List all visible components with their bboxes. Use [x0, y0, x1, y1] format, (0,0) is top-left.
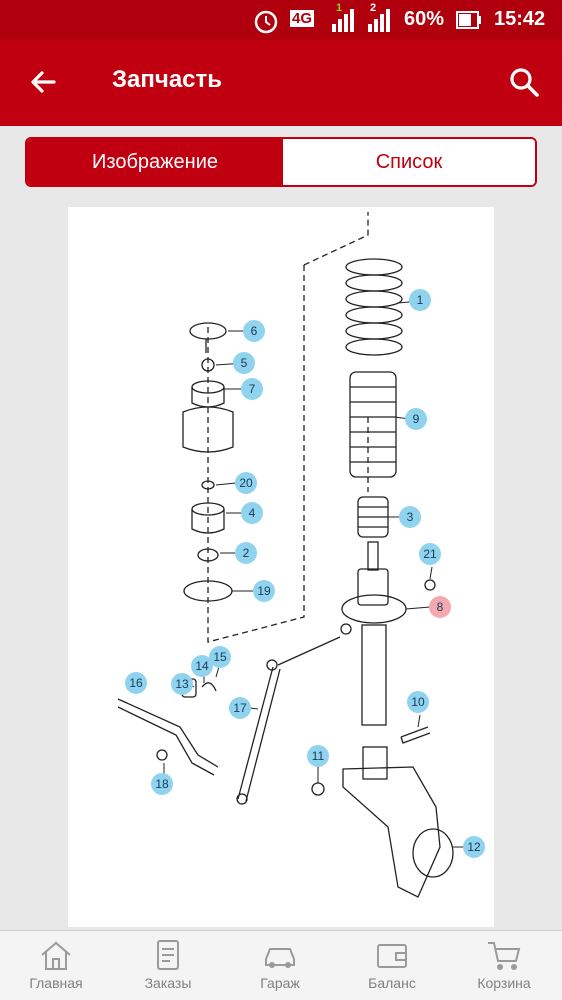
tab-image[interactable]: Изображение	[27, 139, 283, 185]
parts-diagram-drawing: 1 6 5 7 9 20 4 3 2 21 19 8 15 14 16 13 1…	[117, 212, 485, 898]
svg-text:3: 3	[407, 510, 414, 524]
callout-9[interactable]: 9	[405, 408, 427, 430]
network-type: 4G	[290, 10, 315, 27]
callout-14[interactable]: 14	[191, 655, 213, 677]
callout-12[interactable]: 12	[463, 836, 485, 858]
nav-garage[interactable]: Гараж	[224, 931, 336, 1000]
callout-16[interactable]: 16	[125, 672, 147, 694]
battery-percent: 60%	[404, 8, 445, 30]
svg-text:11: 11	[312, 749, 325, 763]
callout-2[interactable]: 2	[235, 542, 257, 564]
nav-orders[interactable]: Заказы	[112, 931, 224, 1000]
svg-text:5: 5	[241, 356, 248, 370]
svg-text:13: 13	[175, 677, 189, 691]
sim2-label: 2	[370, 2, 377, 14]
car-icon	[265, 948, 295, 968]
clock: 15:42	[494, 8, 546, 30]
svg-text:15: 15	[213, 650, 227, 664]
svg-text:16: 16	[129, 676, 143, 690]
svg-text:18: 18	[155, 777, 169, 791]
nav-balance-label: Баланс	[368, 975, 416, 991]
callout-10[interactable]: 10	[407, 691, 429, 713]
nav-balance[interactable]: Баланс	[336, 931, 448, 1000]
callout-11[interactable]: 11	[307, 745, 329, 767]
svg-text:6: 6	[251, 324, 258, 338]
svg-text:7: 7	[249, 382, 256, 396]
nav-garage-label: Гараж	[260, 975, 300, 991]
search-icon[interactable]	[506, 64, 542, 100]
back-arrow-icon[interactable]	[26, 64, 62, 100]
svg-text:14: 14	[195, 659, 209, 673]
svg-text:21: 21	[423, 547, 437, 561]
callout-18[interactable]: 18	[151, 773, 173, 795]
nav-home-label: Главная	[29, 975, 83, 991]
view-toggle: Изображение Список	[25, 137, 537, 187]
callout-5[interactable]: 5	[233, 352, 255, 374]
callout-21[interactable]: 21	[419, 543, 441, 565]
tab-list[interactable]: Список	[283, 139, 535, 185]
alarm-icon	[254, 10, 278, 34]
battery-icon	[456, 11, 481, 29]
parts-diagram: 1 6 5 7 9 20 4 3 2 21 19 8 15 14 16 13 1…	[68, 207, 494, 927]
svg-text:20: 20	[239, 476, 253, 490]
app-bar: Запчасть	[0, 40, 562, 126]
page-title: Запчасть	[112, 66, 223, 93]
svg-text:19: 19	[257, 584, 271, 598]
nav-cart-label: Корзина	[477, 975, 531, 991]
callout-3[interactable]: 3	[399, 506, 421, 528]
callout-15[interactable]: 15	[209, 646, 231, 668]
svg-text:12: 12	[467, 840, 481, 854]
svg-text:10: 10	[411, 695, 425, 709]
home-icon	[41, 941, 71, 970]
svg-text:17: 17	[233, 701, 247, 715]
svg-text:2: 2	[243, 546, 250, 560]
svg-text:1: 1	[417, 293, 424, 307]
svg-text:4: 4	[249, 506, 256, 520]
callout-6[interactable]: 6	[243, 320, 265, 342]
cart-icon	[488, 942, 521, 970]
callout-13[interactable]: 13	[171, 673, 193, 695]
nav-cart[interactable]: Корзина	[448, 931, 560, 1000]
callout-20[interactable]: 20	[235, 472, 257, 494]
callout-1[interactable]: 1	[409, 289, 431, 311]
wallet-icon	[377, 944, 407, 968]
callout-19[interactable]: 19	[253, 580, 275, 602]
signal-icon-2	[368, 9, 390, 32]
callout-8[interactable]: 8	[429, 596, 451, 618]
callout-4[interactable]: 4	[241, 502, 263, 524]
callout-17[interactable]: 17	[229, 697, 251, 719]
sim1-label: 1	[336, 2, 343, 14]
clipboard-icon	[157, 940, 179, 970]
nav-home[interactable]: Главная	[0, 931, 112, 1000]
signal-icon	[332, 9, 354, 32]
nav-orders-label: Заказы	[144, 975, 192, 991]
status-bar: 4G 1 2 60% 15:42	[0, 0, 562, 40]
callout-7[interactable]: 7	[241, 378, 263, 400]
svg-text:9: 9	[413, 412, 420, 426]
svg-text:8: 8	[437, 600, 444, 614]
bottom-nav: Главная Заказы Гараж Баланс Корзина	[0, 930, 562, 1000]
